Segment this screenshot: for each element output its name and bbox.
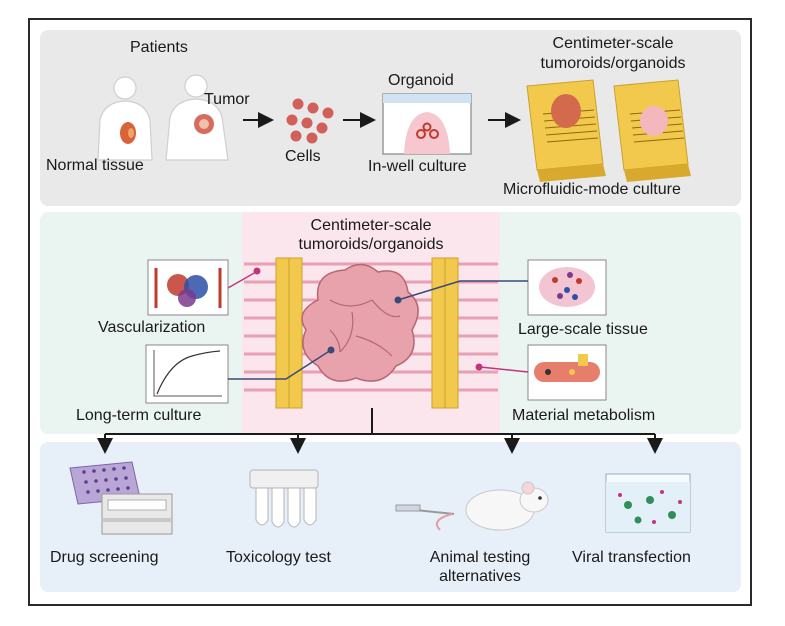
connector-metabolism bbox=[479, 366, 529, 373]
toxicology-test-icon bbox=[249, 469, 319, 528]
label-drug-screening: Drug screening bbox=[50, 549, 159, 566]
support-pillar-left bbox=[275, 257, 303, 409]
label-patients: Patients bbox=[130, 39, 188, 56]
label-toxicology-test: Toxicology test bbox=[226, 549, 331, 566]
patient-figure-left bbox=[97, 76, 153, 161]
cells-icon bbox=[286, 98, 334, 144]
label-tumor: Tumor bbox=[204, 91, 250, 108]
label-long-term-culture: Long-term culture bbox=[76, 407, 202, 424]
mouse-icon bbox=[395, 481, 549, 531]
viral-transfection-icon bbox=[605, 473, 691, 533]
large-scale-tissue-thumbnail bbox=[527, 259, 607, 316]
vascularization-thumbnail bbox=[147, 259, 229, 316]
well-icon bbox=[382, 93, 472, 155]
tumor-icon bbox=[194, 114, 214, 134]
microfluidic-chip-left bbox=[526, 79, 606, 182]
label-large-scale-tissue: Large-scale tissue bbox=[518, 321, 648, 338]
connector-long-term bbox=[228, 349, 332, 380]
connector-vascularization bbox=[227, 271, 257, 289]
microfluidic-chip-right bbox=[613, 79, 691, 182]
label-organoid: Organoid bbox=[388, 72, 454, 89]
label-centimeter-scale-mid-1: Centimeter-scale bbox=[310, 217, 432, 234]
label-animal-testing-2: alternatives bbox=[439, 568, 521, 585]
distribution-arrows bbox=[97, 408, 663, 454]
label-cells: Cells bbox=[285, 148, 321, 165]
support-pillar-right bbox=[431, 257, 459, 409]
label-centimeter-scale-top-2: tumoroids/organoids bbox=[540, 55, 686, 72]
label-microfluidic-culture: Microfluidic-mode culture bbox=[503, 181, 681, 198]
label-viral-transfection: Viral transfection bbox=[572, 549, 691, 566]
label-centimeter-scale-mid-2: tumoroids/organoids bbox=[298, 236, 444, 253]
kidney-icon bbox=[120, 122, 136, 144]
long-term-culture-thumbnail bbox=[145, 344, 229, 404]
drug-screening-icon bbox=[69, 461, 173, 535]
connector-large-scale bbox=[397, 280, 528, 301]
label-in-well-culture: In-well culture bbox=[368, 158, 467, 175]
material-metabolism-thumbnail bbox=[527, 344, 607, 401]
label-normal-tissue: Normal tissue bbox=[46, 157, 144, 174]
label-vascularization: Vascularization bbox=[98, 319, 206, 336]
label-animal-testing-1: Animal testing bbox=[429, 549, 531, 566]
label-centimeter-scale-top-1: Centimeter-scale bbox=[552, 35, 674, 52]
label-material-metabolism: Material metabolism bbox=[512, 407, 656, 424]
